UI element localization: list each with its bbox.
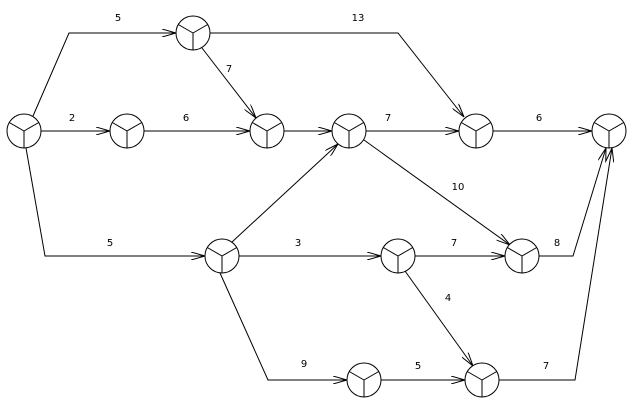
edge-n3-n4	[201, 47, 256, 118]
edge-label-n10-n11: 5	[415, 361, 421, 372]
node-n4	[249, 113, 285, 149]
edge-label-n6-n12: 6	[536, 113, 542, 124]
node-sector-divider	[594, 122, 610, 132]
node-sector-divider	[266, 122, 282, 132]
edge-n1-n3	[32, 33, 176, 117]
node-n1	[6, 113, 42, 149]
node-n8	[380, 238, 416, 274]
edge-n3-n6	[210, 32, 464, 117]
node-sector-divider	[481, 371, 497, 381]
node-sector-divider	[112, 122, 128, 132]
node-sector-divider	[383, 247, 399, 257]
node-n11	[464, 362, 500, 398]
node-sector-divider	[349, 371, 365, 381]
node-sector-divider	[363, 371, 379, 381]
node-n12	[591, 113, 627, 149]
node-sector-divider	[126, 122, 142, 132]
node-n9	[504, 238, 540, 274]
node-n5	[331, 113, 367, 149]
edge-label-n8-n9: 7	[451, 238, 457, 249]
edge-label-n1-n7: 5	[107, 238, 113, 249]
edge-n8-n11	[404, 270, 473, 366]
edge-n7-n5	[231, 144, 338, 243]
node-sector-divider	[9, 122, 25, 132]
node-sector-divider	[207, 247, 223, 257]
edge-label-n3-n6: 13	[352, 13, 365, 24]
edge-label-n3-n4: 7	[226, 64, 232, 75]
node-sector-divider	[334, 122, 350, 132]
edge-n5-n9	[363, 139, 510, 245]
edge-label-n1-n2: 2	[69, 113, 75, 124]
node-n7	[204, 238, 240, 274]
edge-n1-n7	[25, 147, 205, 256]
node-sector-divider	[23, 122, 39, 132]
node-n10	[346, 362, 382, 398]
node-sector-divider	[252, 122, 268, 132]
node-sector-divider	[461, 122, 477, 132]
node-n2	[109, 113, 145, 149]
node-sector-divider	[467, 371, 483, 381]
edge-label-n9-n12: 8	[554, 238, 560, 249]
node-sector-divider	[608, 122, 624, 132]
edge-n9-n12	[539, 148, 606, 257]
node-sector-divider	[178, 24, 194, 34]
node-sector-divider	[475, 122, 491, 132]
node-sector-divider	[397, 247, 413, 257]
node-n3	[175, 15, 211, 51]
edge-label-n8-n11: 4	[445, 293, 451, 304]
edge-label-n7-n10: 9	[301, 359, 307, 370]
edge-label-n5-n9: 10	[452, 182, 465, 193]
node-sector-divider	[348, 122, 364, 132]
node-sector-divider	[507, 247, 523, 257]
edge-label-n2-n4: 6	[183, 113, 189, 124]
node-n6	[458, 113, 494, 149]
edge-label-n11-n12: 7	[543, 361, 549, 372]
node-sector-divider	[192, 24, 208, 34]
edge-n7-n10	[219, 272, 347, 380]
edge-label-n5-n6: 7	[385, 113, 391, 124]
edge-n11-n12	[499, 148, 612, 381]
edge-label-n7-n8: 3	[295, 238, 301, 249]
edge-label-n1-n3: 5	[115, 13, 121, 24]
node-sector-divider	[221, 247, 237, 257]
node-sector-divider	[521, 247, 537, 257]
